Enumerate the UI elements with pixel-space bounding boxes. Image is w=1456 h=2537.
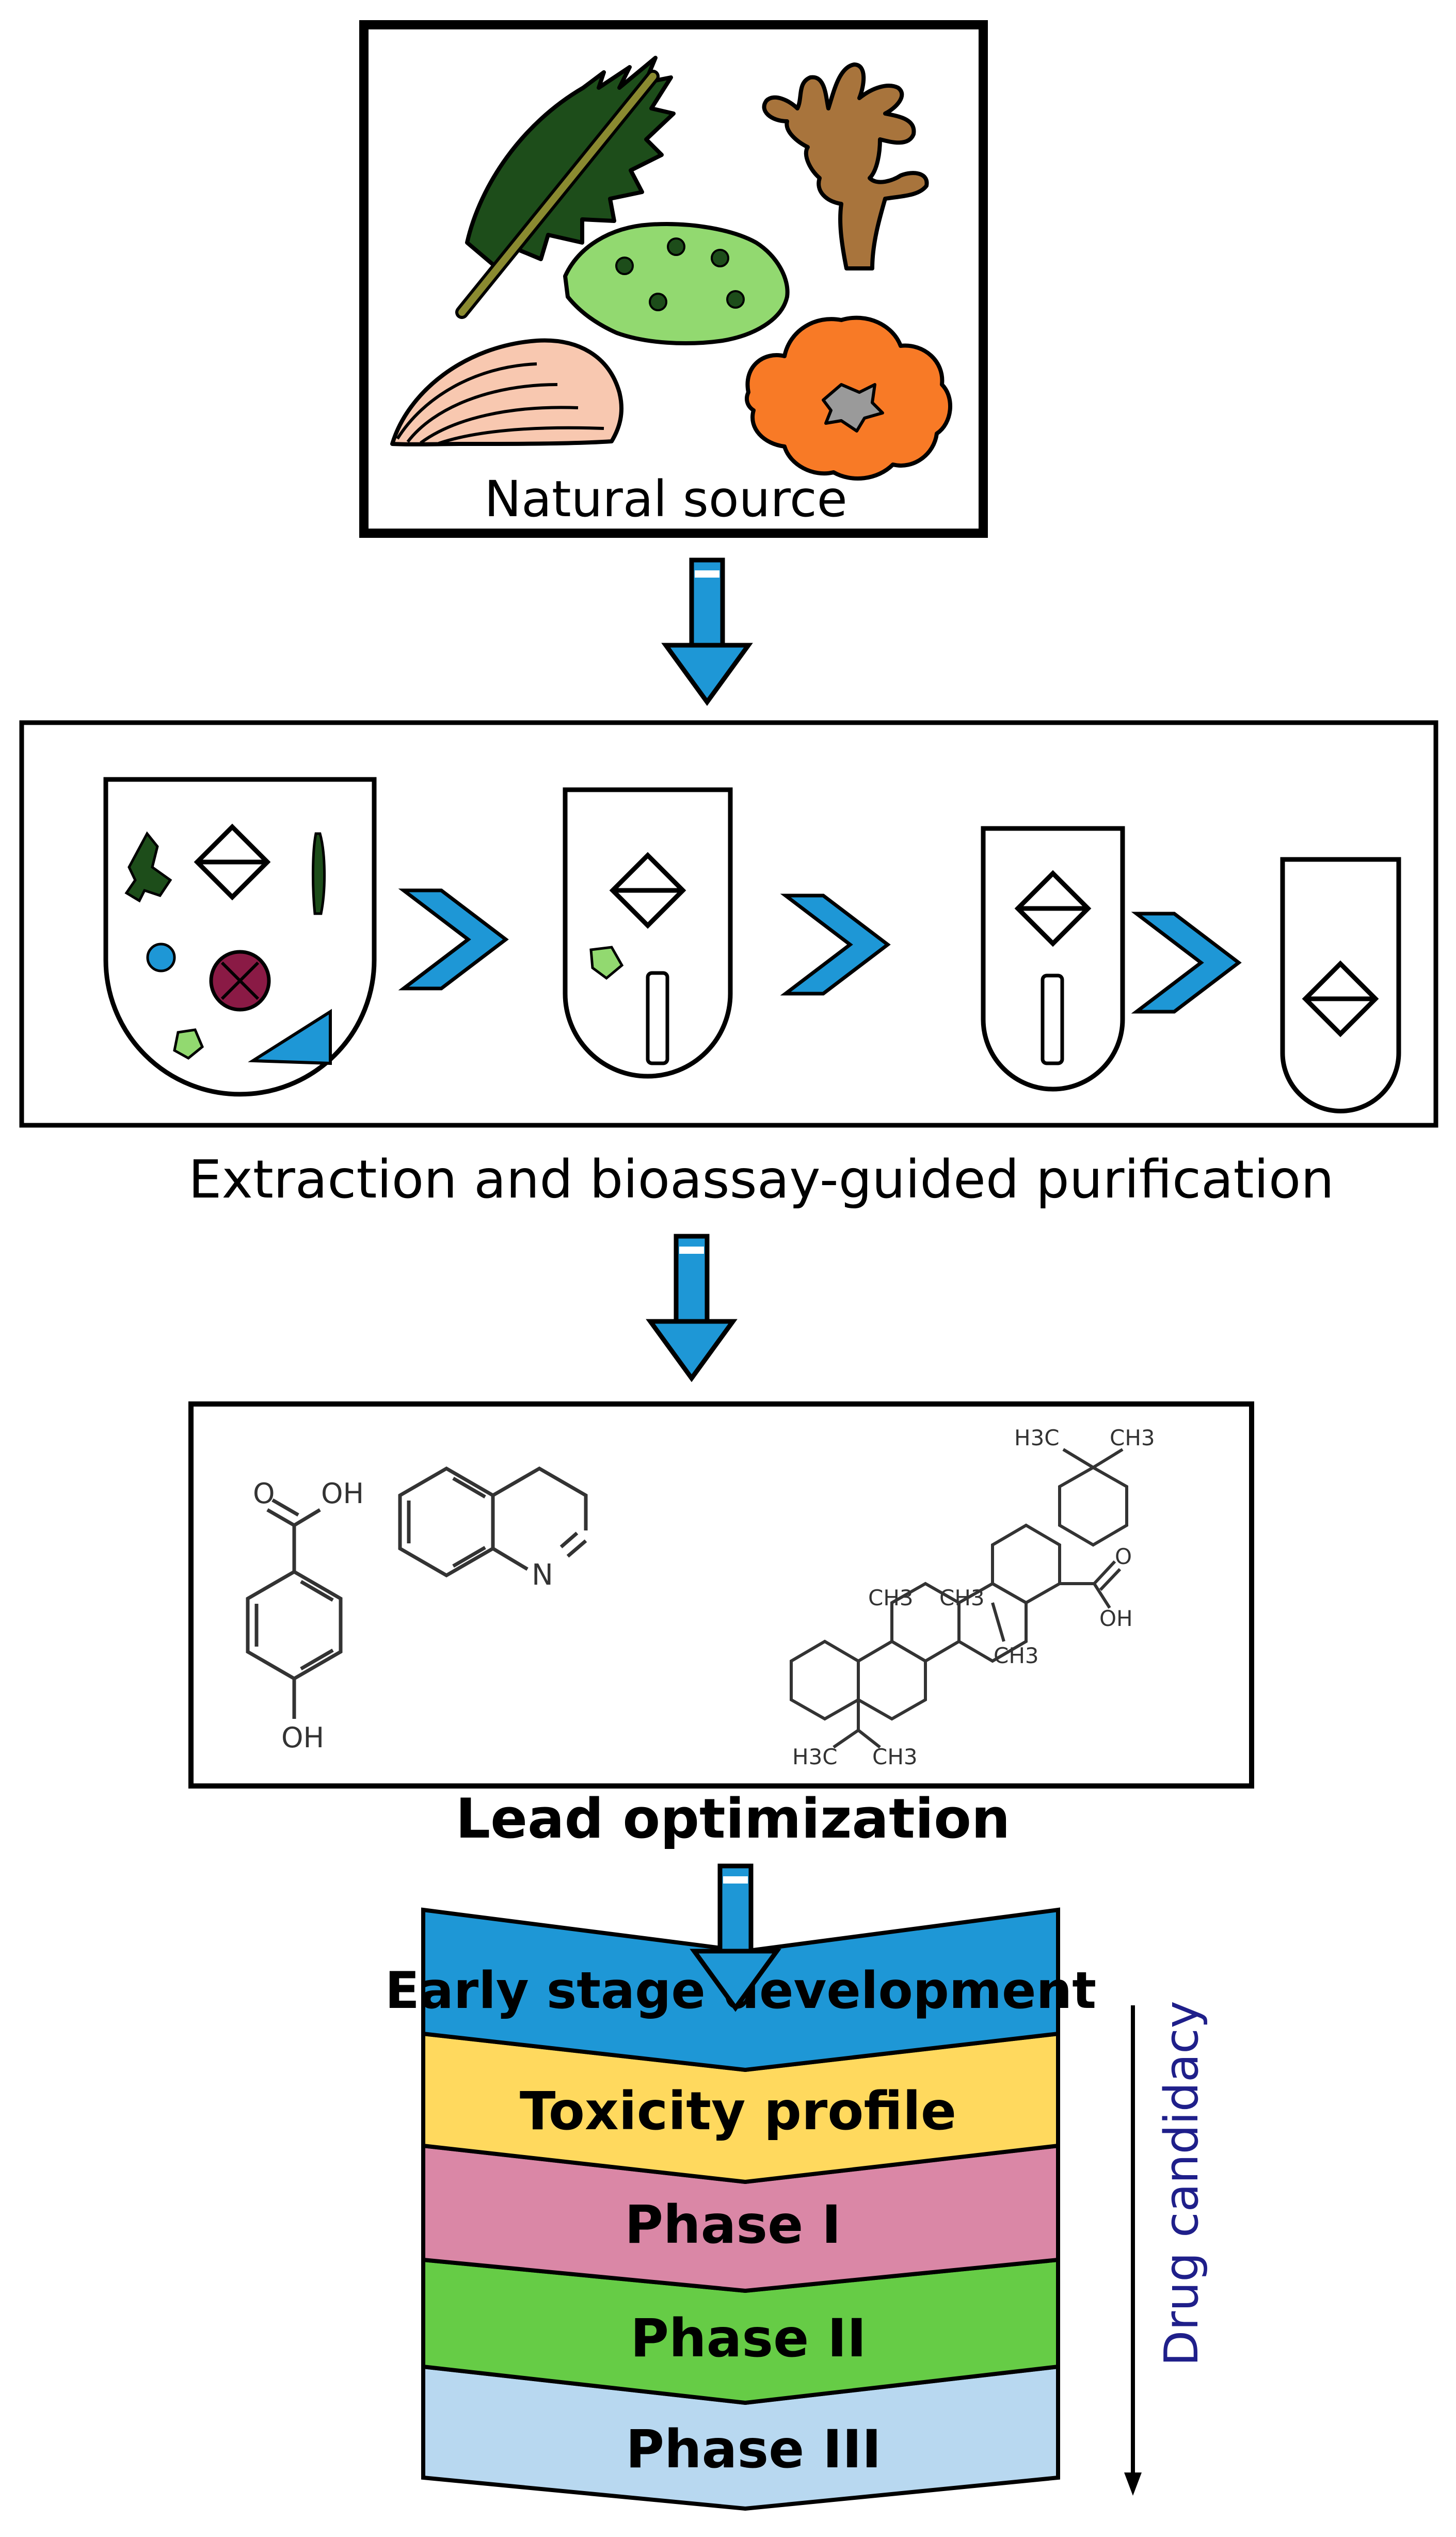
extraction-tube-1 [103,777,377,1097]
candidacy-arrow-head [1124,2472,1142,2496]
chem-label-o-acid: O [1115,1544,1132,1569]
chem-label-ch3-b: CH3 [939,1585,985,1610]
natural-source-label: Natural source [484,470,847,528]
extraction-label: Extraction and bioassay-guided purificat… [188,1149,1334,1210]
triterpene-structure [790,1448,1128,1749]
chem-label-ch3-c: CH3 [994,1643,1039,1668]
leaf-illustration [455,56,676,319]
extraction-panel [19,720,1438,1128]
extraction-tube-2 [563,787,733,1079]
chem-label-n: N [532,1558,553,1592]
stage-5-label: Phase III [626,2419,881,2480]
extraction-tube-3 [981,826,1125,1092]
chem-label-o: O [253,1477,275,1510]
chem-label-ch3-a: CH3 [868,1585,914,1610]
lead-optimization-label: Lead optimization [456,1787,1011,1850]
pipeline-stage-3: Phase I [421,2143,1060,2293]
down-arrow-1 [666,560,748,702]
stage-2-label: Toxicity profile [520,2081,956,2142]
shell-illustration [390,338,624,446]
hydroxybenzoic-acid-structure [246,1498,343,1719]
lead-frame [188,1401,1254,1789]
chem-label-ch3-bottom: CH3 [872,1744,918,1769]
stage-3-label: Phase I [625,2194,841,2256]
coral-illustration [762,62,929,270]
chem-label-oh-bottom: OH [281,1721,324,1754]
drug-candidacy-indicator: Drug candidacy [1124,2001,1209,2496]
dihydroquinoline-structure [398,1466,588,1578]
chem-label-h3c-bottom: H3C [792,1744,838,1769]
chem-label-ch3-top: CH3 [1110,1425,1155,1450]
stage-4-label: Phase II [630,2308,867,2369]
chem-label-h3c-top: H3C [1014,1425,1060,1450]
spotted-leaf-illustration [563,222,790,345]
chem-label-oh-acid: OH [1099,1606,1133,1631]
flower-illustration [745,315,952,481]
down-arrow-2 [650,1236,733,1378]
extraction-tube-4 [1280,857,1401,1113]
lead-panel: O OH OH N [188,1401,1254,1789]
chem-label-oh-top: OH [321,1477,364,1510]
pipeline-stage-2: Toxicity profile [421,2031,1060,2184]
natural-source-panel: Natural source [359,20,988,538]
drug-candidacy-label: Drug candidacy [1155,2001,1209,2366]
pipeline-stage-4: Phase II [421,2257,1060,2405]
